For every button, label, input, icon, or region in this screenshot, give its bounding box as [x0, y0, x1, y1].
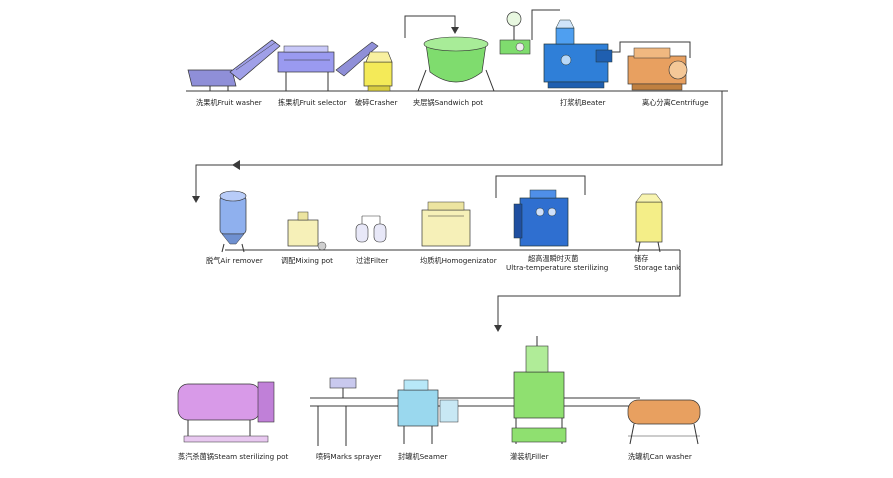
mixing-pot-machine: [287, 211, 327, 251]
beater-machine: [543, 19, 613, 89]
steam-sterilizing-pot-machine: [177, 381, 275, 443]
centrifuge-machine: [627, 47, 688, 91]
label-air-remover: 脱气Air remover: [206, 256, 263, 265]
can-washer-machine: [627, 399, 701, 445]
flow-arrows: [192, 27, 502, 332]
label-steam-sterilizing-pot: 蒸汽杀菌锅Steam sterilizing pot: [178, 452, 289, 461]
label-storage-en: Storage tank: [634, 263, 681, 272]
seamer-machine: [397, 379, 459, 444]
air-remover-machine: [219, 190, 247, 253]
label-marks-sprayer: 喷码Marks sprayer: [316, 452, 382, 461]
label-beater: 打浆机Beater: [560, 98, 606, 107]
storage-tank-machine: [635, 193, 663, 253]
label-sterilizer-en: Ultra-temperature sterilizing: [506, 263, 609, 272]
label-filter: 过滤Filter: [356, 256, 389, 265]
sandwich-pot-machine: [417, 11, 531, 92]
label-storage-cn: 储存: [634, 254, 649, 263]
flow-lines: [186, 9, 728, 407]
fruit-washer-machine: [187, 39, 281, 91]
label-fruit-washer: 洗果机Fruit washer: [196, 98, 262, 107]
filter-machine: [355, 215, 387, 243]
label-filler: 灌装机Filler: [510, 452, 549, 461]
crasher-machine: [363, 51, 393, 92]
filler-machine: [511, 336, 567, 444]
label-homogenizer: 均质机Homogenizator: [420, 256, 497, 265]
homogenizer-machine: [421, 201, 471, 247]
fruit-selector-machine: [277, 41, 379, 91]
label-centrifuge: 离心分离Centrifuge: [642, 98, 709, 107]
label-fruit-selector: 拣果机Fruit selector: [278, 98, 347, 107]
label-sterilizer-cn: 超高温瞬时灭菌: [528, 254, 579, 263]
marks-sprayer-machine: [317, 377, 357, 446]
label-mixing-pot: 调配Mixing pot: [281, 256, 334, 265]
label-can-washer: 洗罐机Can washer: [628, 452, 692, 461]
label-crasher: 破碎Crasher: [355, 98, 398, 107]
label-sandwich-pot: 夹层锅Sandwich pot: [413, 98, 484, 107]
label-seamer: 封罐机Seamer: [398, 452, 448, 461]
sterilizer-machine: [513, 189, 569, 247]
